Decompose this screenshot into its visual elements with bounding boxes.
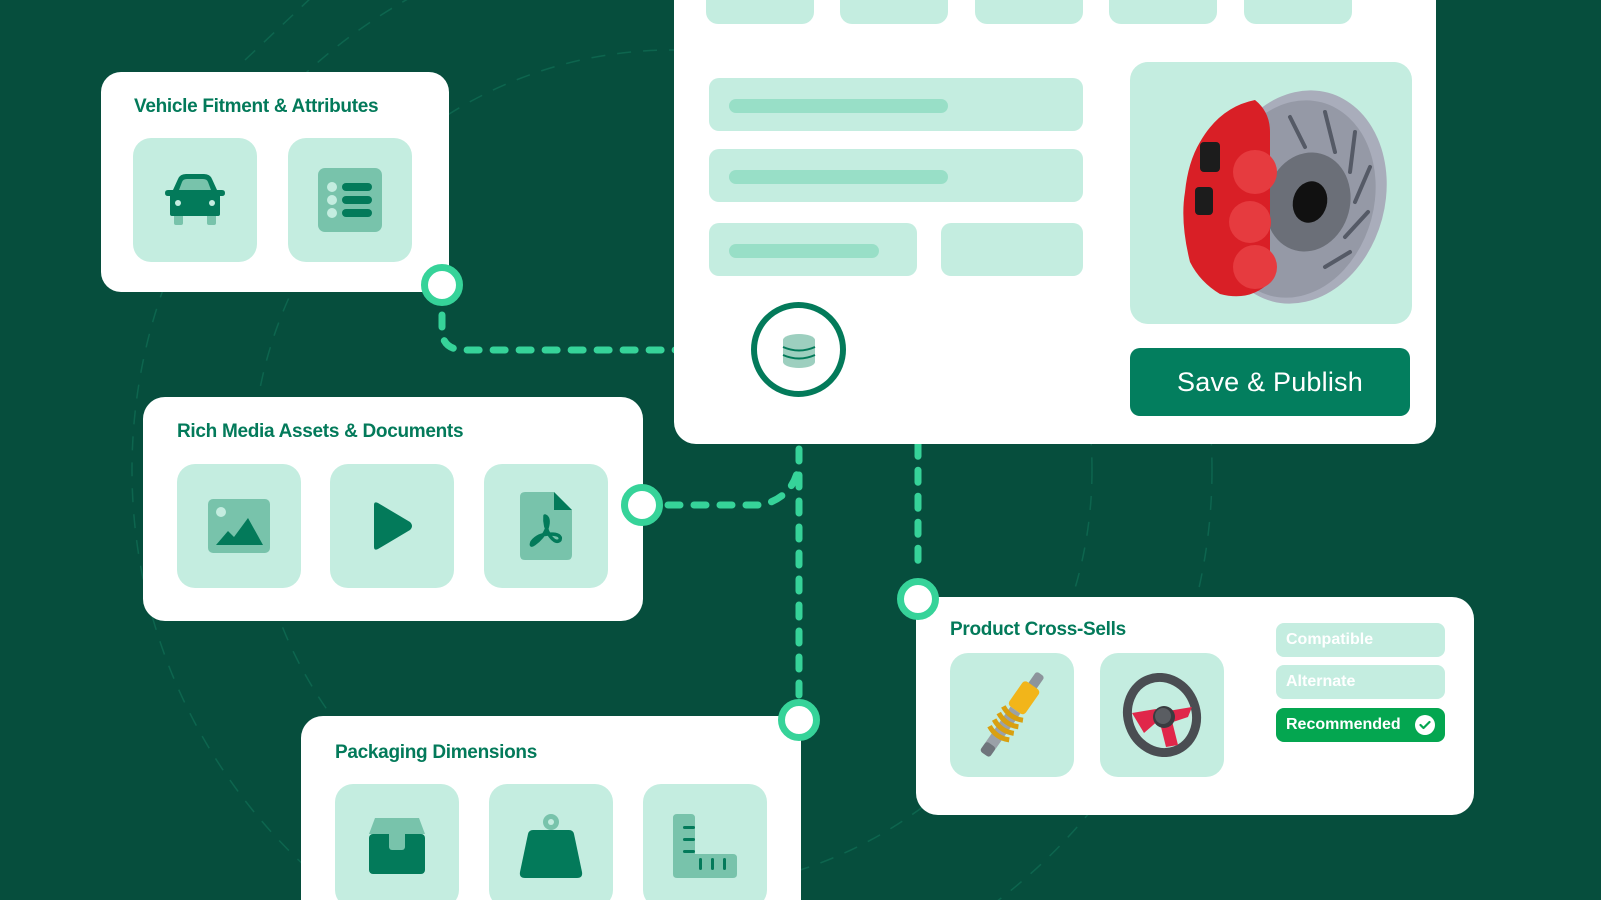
tab-placeholder-4[interactable]: [1109, 0, 1217, 24]
box-icon: [369, 818, 425, 874]
field-1-value: [729, 99, 948, 113]
database-hub: [751, 302, 846, 397]
tag-recommended[interactable]: Recommended: [1276, 708, 1445, 742]
shock-absorber-tile[interactable]: [950, 653, 1074, 777]
tag-alternate[interactable]: Alternate: [1276, 665, 1445, 699]
vehicle-connector-node: [421, 264, 463, 306]
rich-media-card: Rich Media Assets & Documents: [143, 397, 643, 621]
cross-sells-card-title: Product Cross-Sells: [950, 619, 1126, 640]
box-tile[interactable]: [335, 784, 459, 900]
cross-sells-card: Product Cross-Sells: [916, 597, 1474, 815]
media-card-title: Rich Media Assets & Documents: [177, 421, 464, 442]
product-image-brake: [1130, 62, 1412, 324]
tag-alternate-label: Alternate: [1286, 673, 1356, 690]
check-icon: [1415, 715, 1435, 735]
field-3-value: [729, 244, 879, 258]
tab-placeholder-2[interactable]: [840, 0, 948, 24]
weight-icon: [519, 814, 583, 878]
field-1[interactable]: [709, 78, 1083, 131]
brake-disc-icon: [1183, 90, 1387, 304]
media-connector-node: [621, 484, 663, 526]
vehicle-fitment-card: Vehicle Fitment & Attributes: [101, 72, 449, 292]
image-icon: [208, 499, 270, 553]
list-icon: [318, 168, 382, 232]
pdf-document-icon: [520, 492, 572, 560]
packaging-card-title: Packaging Dimensions: [335, 742, 538, 763]
database-icon: [782, 333, 815, 368]
packaging-card: Packaging Dimensions: [301, 716, 801, 900]
tag-recommended-label: Recommended: [1286, 716, 1401, 733]
tag-compatible[interactable]: Compatible: [1276, 623, 1445, 657]
image-tile[interactable]: [177, 464, 301, 588]
pdf-tile[interactable]: [484, 464, 608, 588]
tab-placeholder-1[interactable]: [706, 0, 814, 24]
cross-sells-connector-node: [897, 578, 939, 620]
attribute-list-tile[interactable]: [288, 138, 412, 262]
field-4[interactable]: [941, 223, 1083, 276]
car-tile[interactable]: [133, 138, 257, 262]
car-icon: [165, 174, 225, 225]
shock-absorber-image: [980, 672, 1044, 757]
field-2[interactable]: [709, 149, 1083, 202]
vehicle-card-title: Vehicle Fitment & Attributes: [134, 96, 379, 117]
tab-placeholder-5[interactable]: [1244, 0, 1352, 24]
steering-wheel-image: [1123, 673, 1201, 757]
save-publish-button[interactable]: Save & Publish: [1130, 348, 1410, 416]
weight-tile[interactable]: [489, 784, 613, 900]
dimensions-tile[interactable]: [643, 784, 767, 900]
steering-wheel-tile[interactable]: [1100, 653, 1224, 777]
field-3[interactable]: [709, 223, 917, 276]
video-tile[interactable]: [330, 464, 454, 588]
play-icon: [374, 502, 412, 550]
packaging-connector-node: [778, 699, 820, 741]
tab-placeholder-3[interactable]: [975, 0, 1083, 24]
ruler-icon: [673, 814, 737, 878]
field-2-value: [729, 170, 948, 184]
tag-compatible-label: Compatible: [1286, 631, 1374, 648]
